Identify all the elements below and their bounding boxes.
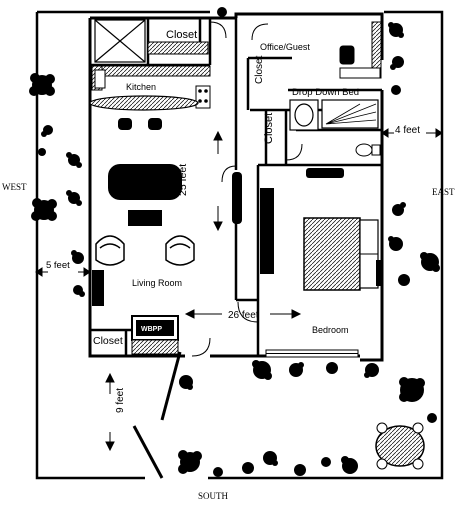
tv-cabinet-icon: [92, 270, 104, 306]
dimension-width-label: 26 feet: [228, 310, 259, 321]
bathroom-counter: [306, 168, 344, 178]
fireplace-icon: [131, 315, 179, 341]
shrubs: [29, 7, 440, 477]
room-label-drop-down-bed: Drop Down Bed: [292, 87, 359, 98]
setback-south-label: 9 feet: [115, 388, 126, 413]
utility-box: [94, 19, 146, 63]
nightstand-icon: [376, 260, 382, 286]
media-unit-icon: [232, 172, 242, 224]
toilet-icon: [355, 143, 381, 157]
room-label-kitchen: Kitchen: [126, 82, 156, 92]
dimension-height-label: 25 feet: [177, 164, 189, 196]
fireplace-label: WBPP: [141, 326, 162, 333]
stove-burners: [198, 89, 208, 103]
room-label-office: Office/Guest: [260, 42, 310, 52]
room-label-closet-bottom: Closet: [93, 335, 123, 347]
office-furniture: [339, 21, 382, 79]
compass-west: WEST: [2, 182, 27, 192]
door-swings: [191, 21, 303, 357]
gate-fence: [132, 351, 182, 479]
bathtub-icon: [289, 99, 379, 131]
setback-west-label: 5 feet: [46, 260, 70, 271]
property-boundary: [35, 10, 444, 480]
stove-icon: [195, 85, 211, 109]
coffee-table-icon: [128, 210, 162, 226]
kitchen-island: [89, 95, 199, 111]
room-label-living-room: Living Room: [132, 278, 182, 288]
room-label-closet-mid: Closet: [263, 113, 275, 144]
patio-table-icon: [375, 422, 425, 470]
room-label-closet-top: Closet: [166, 29, 197, 41]
compass-south: SOUTH: [198, 491, 229, 501]
bed-icon: [303, 217, 379, 291]
compass-east: EAST: [432, 187, 455, 197]
window-south: [265, 349, 359, 358]
bookshelf-icon: [260, 188, 274, 274]
room-label-bedroom: Bedroom: [312, 325, 349, 335]
bar-stool-icon: [118, 118, 162, 130]
sofa-icon: [108, 164, 182, 200]
setback-east-label: 4 feet: [395, 125, 420, 136]
fridge-icon: [94, 69, 106, 89]
hearth: [131, 339, 179, 355]
room-label-closet-office: Closet: [254, 55, 265, 84]
dimension-lines: [35, 128, 443, 452]
armchair-icon: [95, 235, 195, 266]
